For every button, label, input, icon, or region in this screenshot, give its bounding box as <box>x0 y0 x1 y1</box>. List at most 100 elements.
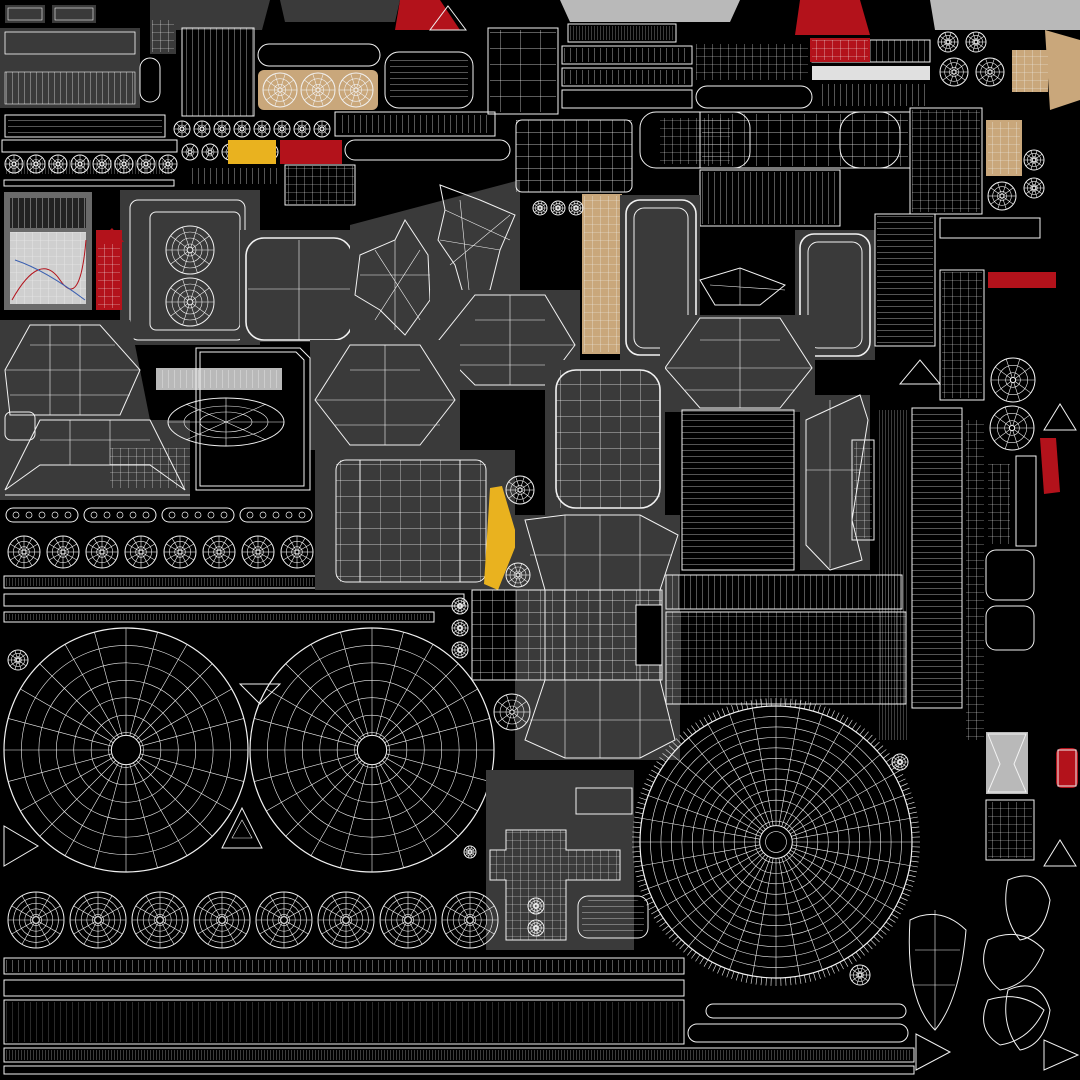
red-part <box>280 140 342 164</box>
wheel-icon <box>124 535 158 569</box>
chain-link <box>83 507 157 523</box>
disc-icon <box>639 705 913 979</box>
central-bowtie <box>471 514 680 760</box>
fan-icon <box>165 277 215 327</box>
center-bottom-mechanics <box>486 770 649 950</box>
wheel-icon <box>173 120 191 138</box>
wheel-icon <box>46 535 80 569</box>
wheel-icon <box>338 72 374 108</box>
wheel-row-small <box>4 154 178 174</box>
wheel-icon <box>273 120 291 138</box>
wheel-icon <box>7 891 65 949</box>
chain-link <box>239 507 313 523</box>
wheel-row-mid <box>7 535 314 569</box>
yellow-wedge <box>484 486 518 590</box>
wheel-icon <box>7 535 41 569</box>
wheel-icon <box>255 891 313 949</box>
left-middle <box>4 347 311 496</box>
wheel-icon <box>313 120 331 138</box>
wheel-icon <box>262 72 298 108</box>
top-band <box>5 0 1080 110</box>
center-grid-panel <box>515 119 660 354</box>
fan-icon <box>527 919 545 937</box>
wheel-icon <box>70 154 90 174</box>
fan-icon <box>550 200 566 216</box>
right-column <box>100 228 1078 1051</box>
fan-icon <box>891 753 909 771</box>
wheel-icon <box>114 154 134 174</box>
fan-icon <box>505 475 535 505</box>
wheel-icon <box>181 143 199 161</box>
fan-icon <box>7 649 29 671</box>
wheel-icon <box>69 891 127 949</box>
chain-link-row <box>5 507 313 523</box>
wheel-icon <box>201 143 219 161</box>
fan-icon <box>568 200 584 216</box>
wheel-icon <box>233 120 251 138</box>
fan-icon <box>939 57 969 87</box>
fan-icon <box>532 200 548 216</box>
wheel-icon <box>241 535 275 569</box>
wheel-icon <box>136 154 156 174</box>
upper-left-cluster <box>0 18 381 187</box>
fan-icon <box>451 619 469 637</box>
upper-middle <box>190 27 559 206</box>
fan-icon <box>990 357 1036 403</box>
fan-icon <box>451 641 469 659</box>
wheel-icon <box>213 120 231 138</box>
wheel-icon <box>163 535 197 569</box>
wheel-icon <box>379 891 437 949</box>
fan-icon <box>505 562 531 588</box>
right-middle-block <box>681 394 984 740</box>
fan-icon <box>527 897 545 915</box>
chain-link <box>5 507 79 523</box>
wheel-icon <box>4 154 24 174</box>
chain-link <box>161 507 235 523</box>
fan-icon <box>493 693 531 731</box>
wheel-icon <box>300 72 336 108</box>
fan-icon <box>965 31 987 53</box>
wheel-icon <box>280 535 314 569</box>
scatter-fans <box>7 31 1045 986</box>
wheel-icon <box>26 154 46 174</box>
tan-wheels-top <box>258 70 378 110</box>
fan-housing-left <box>120 190 260 345</box>
fan-icon <box>937 31 959 53</box>
fan-icon <box>463 845 477 859</box>
fan-icon <box>975 57 1005 87</box>
top-right-strips <box>561 23 1048 109</box>
wheel-icon <box>48 154 68 174</box>
upper-right-panels <box>639 107 1022 227</box>
wheel-icon <box>131 891 189 949</box>
fan-icon <box>1023 177 1045 199</box>
wheel-icon <box>193 120 211 138</box>
fan-icon <box>849 964 871 986</box>
keyboard-strip <box>665 574 907 705</box>
big-fan-pair <box>3 627 495 873</box>
fan-icon <box>249 627 495 873</box>
wheel-icon <box>202 535 236 569</box>
wheel-icon <box>193 891 251 949</box>
red-strip-right <box>988 272 1056 288</box>
fan-icon <box>165 225 215 275</box>
fan-icon <box>451 597 469 615</box>
wheel-icon <box>85 535 119 569</box>
wheel-icon <box>92 154 112 174</box>
wheel-icon <box>317 891 375 949</box>
fan-icon <box>1023 149 1045 171</box>
fan-icon <box>989 405 1035 451</box>
wheel-icon <box>441 891 499 949</box>
map-panel <box>4 192 122 310</box>
yellow-part <box>228 140 276 164</box>
large-radial-disc <box>632 698 920 986</box>
central-rounded-grid <box>545 360 665 520</box>
fan-icon <box>987 181 1017 211</box>
wheel-icon <box>253 120 271 138</box>
triangles <box>3 5 1080 1071</box>
wheel-row-bottom <box>7 891 499 949</box>
wheel-icon <box>158 154 178 174</box>
fan-icon <box>3 627 249 873</box>
center-left-grid <box>315 450 518 590</box>
